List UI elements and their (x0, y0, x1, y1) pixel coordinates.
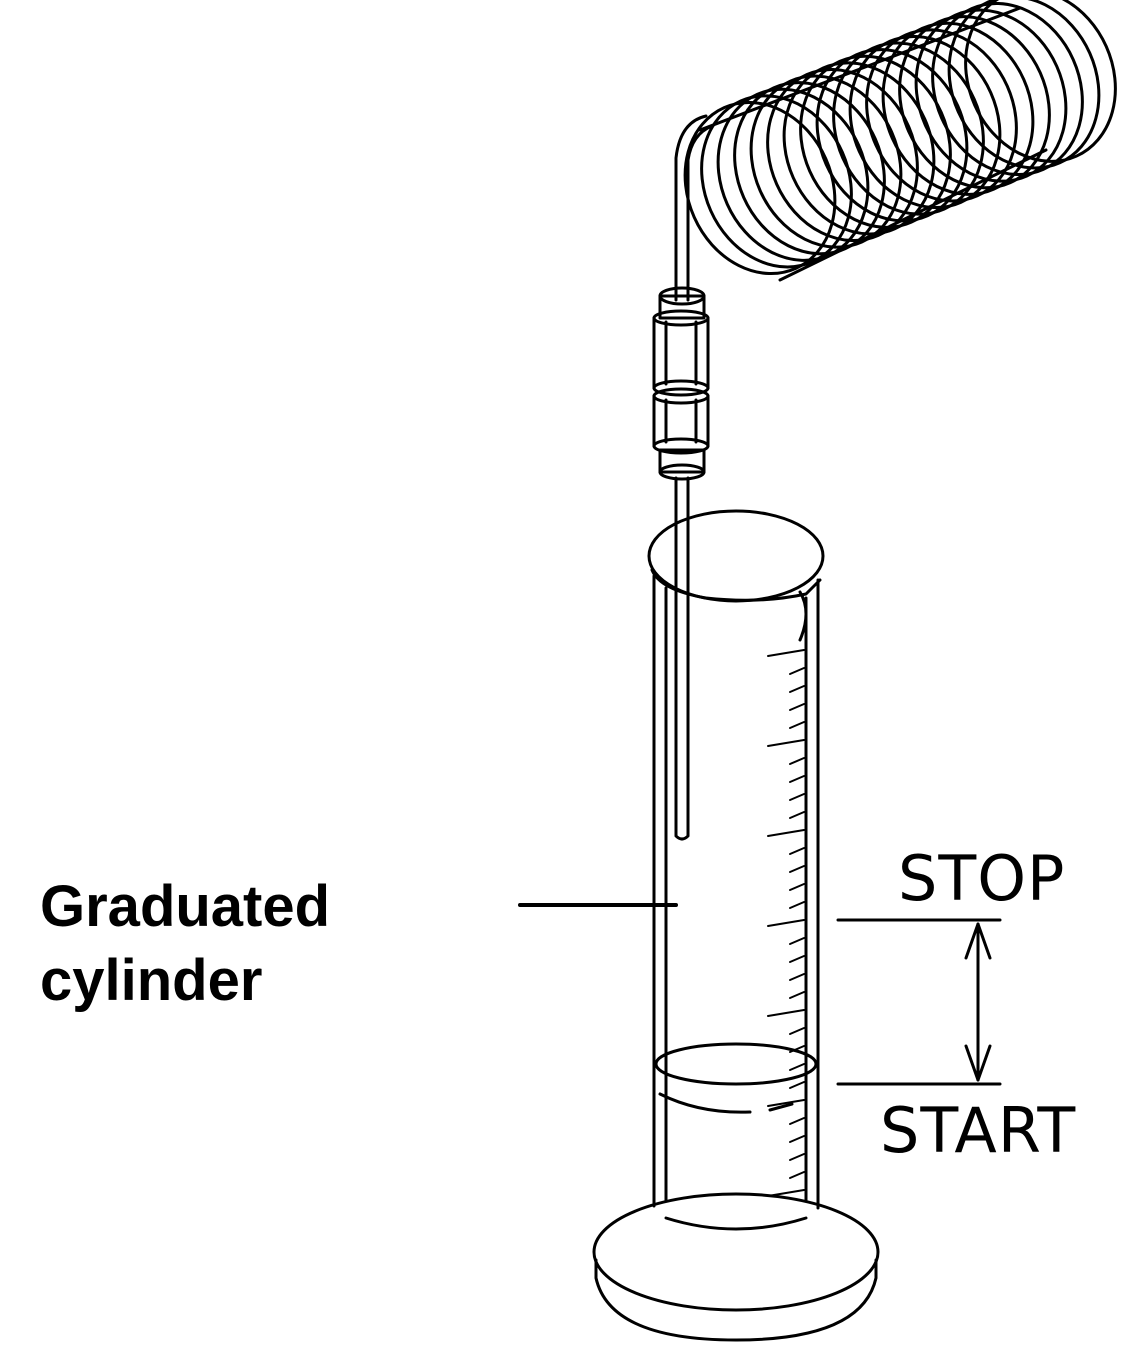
coil-loop (683, 100, 837, 276)
graduation-major-mark (767, 739, 805, 747)
double-headed-arrow-icon (964, 922, 992, 1082)
graduation-marks (767, 649, 805, 1197)
graduation-minor-mark (789, 703, 805, 711)
graduated-cylinder (592, 509, 880, 1342)
coil-loop (898, 15, 1051, 190)
lower-tube (674, 476, 690, 841)
graduation-minor-mark (789, 847, 805, 855)
coil-loop (848, 34, 1002, 210)
coil-loop (700, 94, 853, 269)
coil-loop (964, 0, 1117, 163)
coil-loop (947, 0, 1101, 170)
graduated-cylinder-label-line2: cylinder (40, 948, 263, 1013)
graduation-minor-mark (789, 721, 805, 729)
graduation-minor-mark (789, 901, 805, 909)
graduation-minor-mark (789, 1117, 805, 1125)
coil-loop (799, 54, 952, 229)
graduated-cylinder-label: Graduated cylinder (40, 878, 330, 1010)
start-label: START (880, 1094, 1077, 1167)
graduation-minor-mark (789, 1045, 805, 1053)
graduation-minor-mark (789, 955, 805, 963)
graduation-minor-mark (789, 685, 805, 693)
coil-envelope-top (698, 6, 1022, 132)
graduation-major-mark (767, 829, 805, 837)
tube-connector-icon (652, 286, 710, 481)
graduation-minor-mark (789, 1135, 805, 1143)
graduation-minor-mark (789, 1063, 805, 1071)
coil-loop (865, 28, 1018, 203)
graduated-cylinder-label-line1: Graduated (40, 874, 331, 939)
graduation-minor-mark (789, 1153, 805, 1161)
graduation-major-mark (767, 649, 805, 657)
graduation-minor-mark (789, 793, 805, 801)
graduation-minor-mark (789, 667, 805, 675)
graduation-minor-mark (789, 1081, 805, 1089)
graduation-major-mark (767, 919, 805, 927)
graduation-minor-mark (789, 757, 805, 765)
graduation-major-mark (767, 1099, 805, 1107)
graduation-minor-mark (789, 1171, 805, 1179)
coil-loop (931, 1, 1084, 177)
coil-loop (881, 21, 1035, 196)
graduation-major-mark (767, 1009, 805, 1017)
graduation-minor-mark (789, 937, 805, 945)
coil-loop (749, 74, 903, 249)
graduation-minor-mark (789, 811, 805, 819)
stop-label: STOP (898, 842, 1066, 915)
graduation-minor-mark (789, 775, 805, 783)
coil-loop (815, 48, 969, 223)
graduation-minor-mark (789, 865, 805, 873)
coil-loop (832, 41, 985, 216)
upper-tube (674, 114, 714, 302)
graduation-minor-mark (789, 973, 805, 981)
coil-envelope-bottom (778, 148, 1048, 282)
graduation-major-mark (767, 1189, 805, 1197)
graduation-minor-mark (789, 1027, 805, 1035)
coil-loop (914, 8, 1068, 183)
coil-loop (766, 67, 919, 243)
coiled-tube-icon (683, 0, 1117, 282)
graduation-minor-mark (789, 883, 805, 891)
coil-loop (782, 61, 936, 236)
graduation-minor-mark (789, 991, 805, 999)
